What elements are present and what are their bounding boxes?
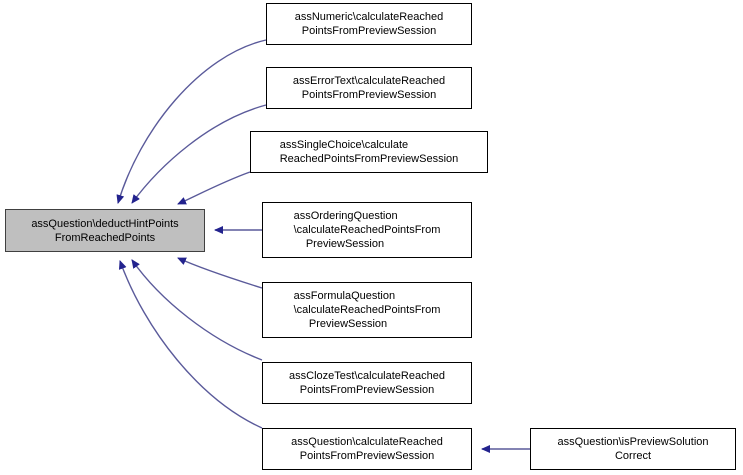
- node-label: assQuestion\deductHintPoints FromReached…: [31, 217, 179, 244]
- node-ass-single-choice-calculate-reached-points[interactable]: assSingleChoice\calculate ReachedPointsF…: [250, 131, 488, 173]
- node-label: assClozeTest\calculateReached PointsFrom…: [289, 370, 445, 396]
- node-ass-cloze-test-calculate-reached-points[interactable]: assClozeTest\calculateReached PointsFrom…: [262, 362, 472, 404]
- node-label: assErrorText\calculateReached PointsFrom…: [292, 75, 446, 101]
- node-label: assQuestion\isPreviewSolution Correct: [557, 436, 709, 462]
- edge-assquestion-to-deduct: [118, 260, 263, 429]
- node-ass-error-text-calculate-reached-points[interactable]: assErrorText\calculateReached PointsFrom…: [266, 67, 472, 109]
- node-label: assFormulaQuestion \calculateReachedPoin…: [293, 290, 441, 330]
- node-deduct-hint-points[interactable]: assQuestion\deductHintPoints FromReached…: [5, 209, 205, 252]
- node-label: assQuestion\calculateReached PointsFromP…: [291, 436, 443, 462]
- edge-formula-to-deduct: [177, 257, 263, 289]
- node-ass-numeric-calculate-reached-points[interactable]: assNumeric\calculateReached PointsFromPr…: [266, 3, 472, 45]
- edge-cloze-to-deduct: [131, 259, 263, 361]
- node-label: assSingleChoice\calculate ReachedPointsF…: [279, 139, 459, 165]
- edge-singlechoice-to-deduct: [177, 171, 251, 205]
- node-ass-ordering-question-calculate-reached-points[interactable]: assOrderingQuestion \calculateReachedPoi…: [262, 202, 472, 258]
- node-label: assNumeric\calculateReached PointsFromPr…: [294, 11, 444, 37]
- node-ass-formula-question-calculate-reached-points[interactable]: assFormulaQuestion \calculateReachedPoin…: [262, 282, 472, 338]
- edge-numeric-to-deduct: [116, 39, 267, 204]
- node-ass-question-calculate-reached-points[interactable]: assQuestion\calculateReached PointsFromP…: [262, 428, 472, 470]
- edge-errortext-to-deduct: [131, 104, 267, 204]
- node-label: assOrderingQuestion \calculateReachedPoi…: [293, 210, 441, 250]
- node-ass-question-is-preview-solution-correct[interactable]: assQuestion\isPreviewSolution Correct: [530, 428, 736, 470]
